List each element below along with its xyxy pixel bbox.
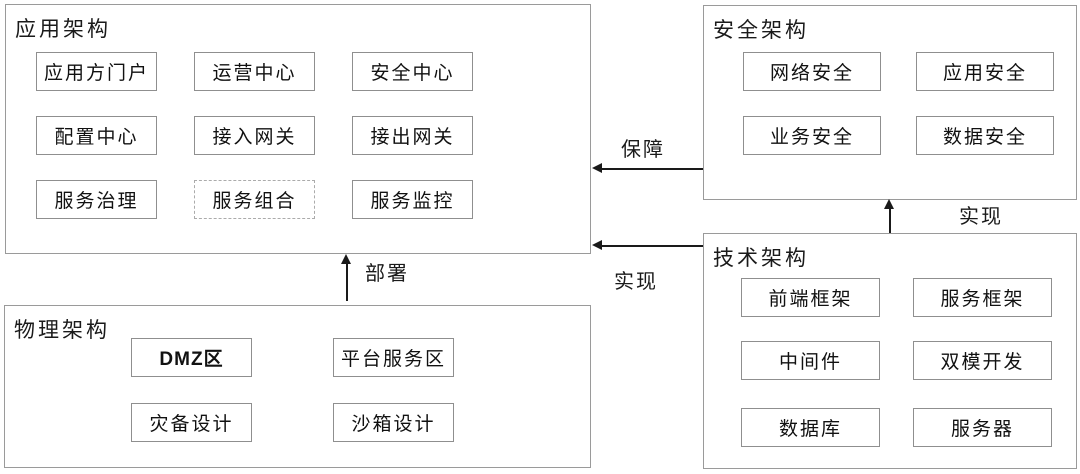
node-config-center: 配置中心 <box>36 116 157 155</box>
arrow-realize-tech-to-security-line <box>889 207 891 233</box>
group-security-architecture: 安全架构 网络安全 应用安全 业务安全 数据安全 <box>703 5 1077 200</box>
node-network-security: 网络安全 <box>743 52 881 91</box>
arrow-guarantee-head <box>592 163 602 173</box>
node-inbound-gateway: 接入网关 <box>194 116 315 155</box>
group-security-architecture-title: 安全架构 <box>713 19 809 42</box>
node-database: 数据库 <box>741 408 880 447</box>
arrow-guarantee-line <box>601 168 703 170</box>
group-physical-architecture-title: 物理架构 <box>14 319 110 342</box>
arrow-realize-tech-to-app-head <box>592 240 602 250</box>
node-service-governance: 服务治理 <box>36 180 157 219</box>
node-app-portal: 应用方门户 <box>36 52 157 91</box>
node-data-security: 数据安全 <box>916 116 1054 155</box>
node-operations-center: 运营中心 <box>194 52 315 91</box>
group-tech-architecture: 技术架构 前端框架 服务框架 中间件 双模开发 数据库 服务器 <box>703 233 1077 469</box>
node-service-composition: 服务组合 <box>194 180 315 219</box>
node-middleware: 中间件 <box>741 341 880 380</box>
node-platform-service-zone: 平台服务区 <box>333 338 454 377</box>
node-frontend-framework: 前端框架 <box>741 278 880 317</box>
node-outbound-gateway: 接出网关 <box>352 116 473 155</box>
group-app-architecture-title: 应用架构 <box>15 18 111 41</box>
arrow-deploy-line <box>346 262 348 301</box>
node-business-security: 业务安全 <box>743 116 881 155</box>
node-security-center: 安全中心 <box>352 52 473 91</box>
node-sandbox-design: 沙箱设计 <box>333 403 454 442</box>
arrow-deploy-label: 部署 <box>365 263 409 285</box>
arrow-guarantee-label: 保障 <box>621 139 665 161</box>
arrow-realize-tech-to-security-head <box>884 199 894 209</box>
arrow-realize-tech-to-security-label: 实现 <box>959 206 1003 228</box>
group-app-architecture: 应用架构 应用方门户 运营中心 安全中心 配置中心 接入网关 接出网关 服务治理… <box>5 4 591 254</box>
node-dual-mode-development: 双模开发 <box>913 341 1052 380</box>
arrow-deploy-head <box>341 254 351 264</box>
node-service-framework: 服务框架 <box>913 278 1052 317</box>
arrow-realize-tech-to-app-line <box>601 245 703 247</box>
group-tech-architecture-title: 技术架构 <box>713 247 809 270</box>
group-physical-architecture: 物理架构 DMZ区 平台服务区 灾备设计 沙箱设计 <box>4 305 591 468</box>
arrow-realize-tech-to-app-label: 实现 <box>614 271 658 293</box>
node-application-security: 应用安全 <box>916 52 1054 91</box>
node-disaster-recovery-design: 灾备设计 <box>131 403 252 442</box>
node-dmz-zone: DMZ区 <box>131 338 252 377</box>
node-server: 服务器 <box>913 408 1052 447</box>
node-service-monitoring: 服务监控 <box>352 180 473 219</box>
